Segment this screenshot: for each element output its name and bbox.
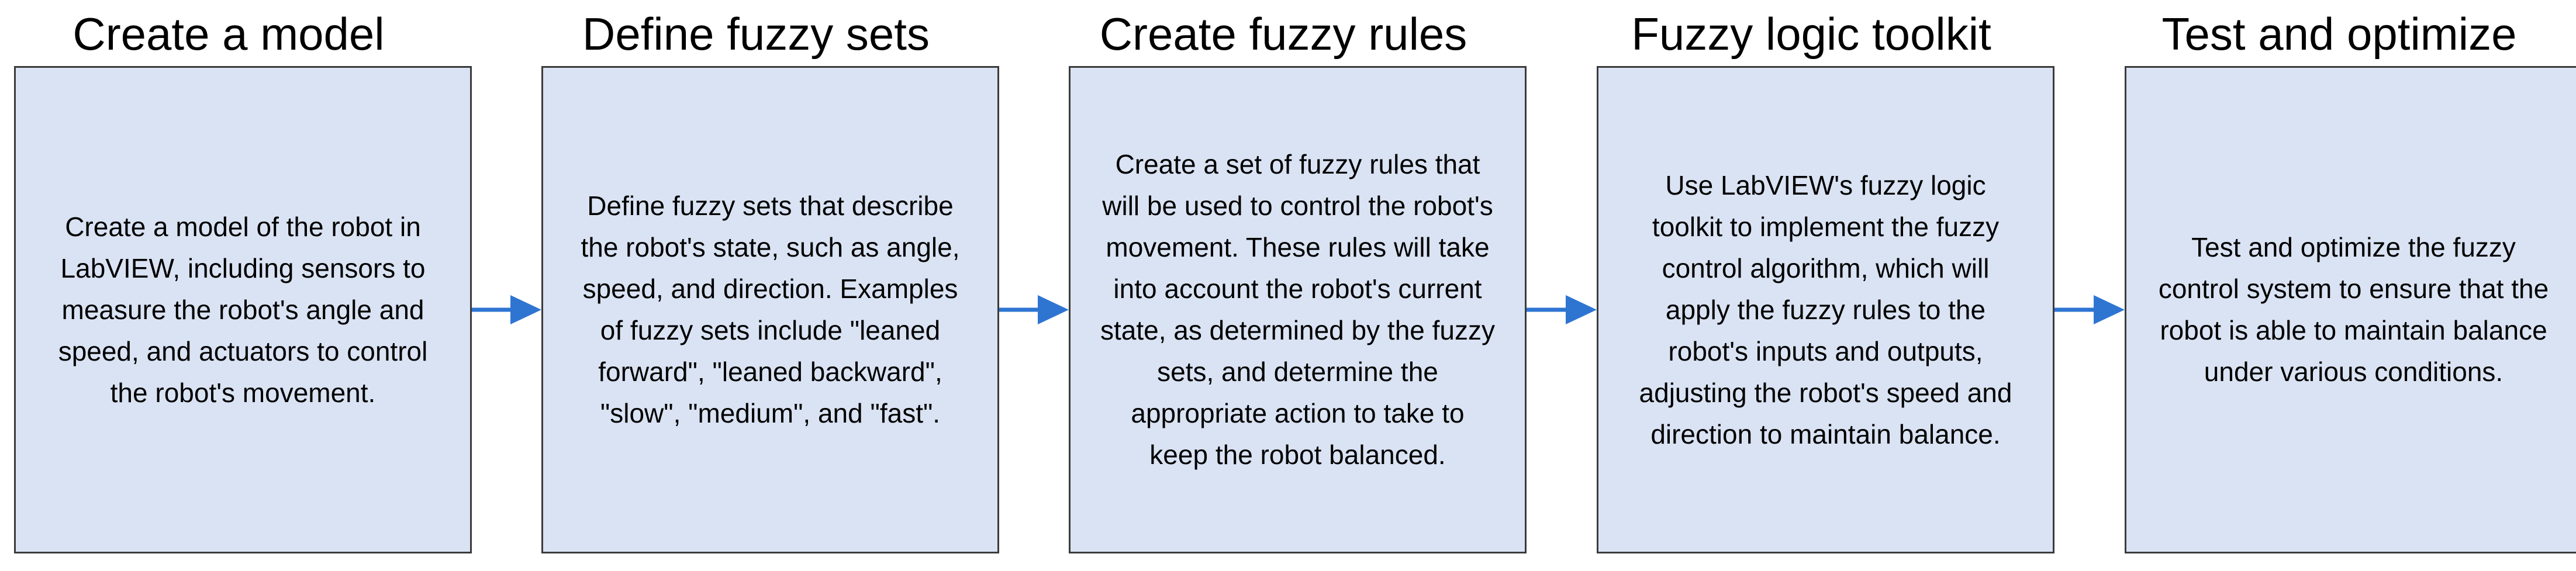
step-1-description: Create a model of the robot in LabVIEW, … bbox=[58, 211, 428, 408]
step-1-box: Create a model of the robot in LabVIEW, … bbox=[14, 66, 472, 553]
step-2-title: Define fuzzy sets bbox=[582, 8, 930, 60]
step-1-title: Create a model bbox=[72, 8, 385, 60]
arrow-1-to-2-icon bbox=[472, 289, 541, 330]
step-3-box: Create a set of fuzzy rules that will be… bbox=[1069, 66, 1527, 553]
step-5-box: Test and optimize the fuzzy control syst… bbox=[2125, 66, 2576, 553]
step-5-description: Test and optimize the fuzzy control syst… bbox=[2158, 232, 2549, 387]
arrow-2-to-3-icon bbox=[999, 289, 1069, 330]
arrow-3-to-4-icon bbox=[1527, 289, 1597, 330]
step-5-title: Test and optimize bbox=[2161, 8, 2517, 60]
arrow-4-to-5-icon bbox=[2054, 289, 2125, 330]
step-4-box: Use LabVIEW's fuzzy logic toolkit to imp… bbox=[1597, 66, 2054, 553]
step-3-description: Create a set of fuzzy rules that will be… bbox=[1100, 149, 1496, 470]
step-2-box: Define fuzzy sets that describe the robo… bbox=[541, 66, 999, 553]
step-4-description: Use LabVIEW's fuzzy logic toolkit to imp… bbox=[1639, 169, 2012, 449]
step-4-title: Fuzzy logic toolkit bbox=[1631, 8, 1991, 60]
step-3-title: Create fuzzy rules bbox=[1099, 8, 1467, 60]
step-2-description: Define fuzzy sets that describe the robo… bbox=[581, 191, 960, 428]
